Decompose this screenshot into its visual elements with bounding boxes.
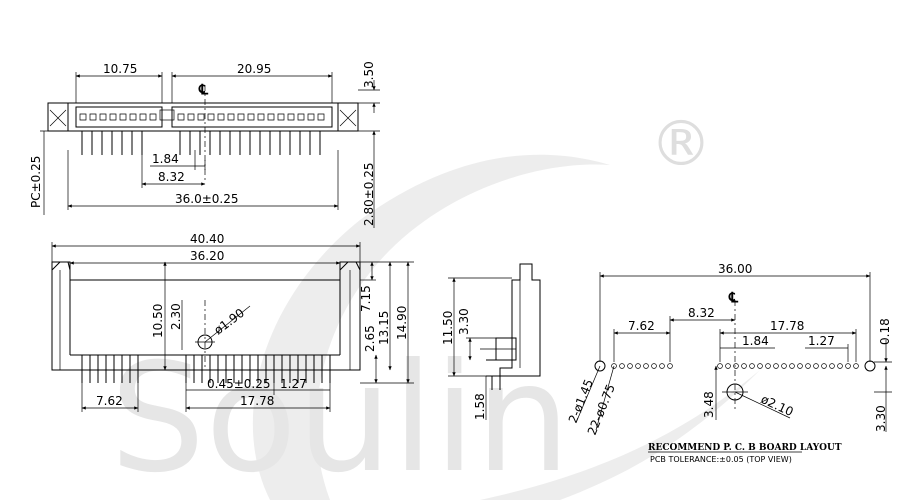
dim-pcb-g: 0.18: [878, 318, 892, 345]
dim-top-b: 20.95: [237, 62, 271, 76]
dim-top-g: PC±0.25: [29, 156, 43, 208]
dim-top-e: 8.32: [158, 170, 185, 184]
dim-side-a: 11.50: [441, 311, 455, 345]
pcb-holes: [611, 363, 859, 369]
dim-front-l: 7.62: [96, 394, 123, 408]
pcb-centerline-symbol: ℄: [728, 290, 739, 306]
dim-front-f: 7.15: [359, 285, 373, 312]
top-contact-row: [79, 113, 325, 121]
dim-front-m: 17.78: [240, 394, 274, 408]
top-pins: [81, 131, 321, 155]
dim-pcb-b: 8.32: [688, 306, 715, 320]
dim-top-h: 2.80±0.25: [362, 163, 376, 227]
top-centerline-symbol: ℄: [198, 82, 209, 98]
dim-front-c: 10.50: [151, 304, 165, 338]
dim-front-h: 14.90: [395, 306, 409, 340]
pcb-mount-hole-right: [864, 360, 876, 372]
pcb-layout: ℄ 36.00 8.32 7.62 17.78 1.84 1.27 0.18 2…: [566, 262, 892, 464]
watermark-text: Soulin: [110, 332, 570, 501]
dim-front-g: 13.15: [377, 311, 391, 345]
dim-top-a: 10.75: [103, 62, 137, 76]
pcb-layout-title: RECOMMEND P. C. B BOARD LAYOUT: [648, 443, 842, 453]
dim-front-k: 1.27: [280, 377, 307, 391]
front-pins: [81, 355, 331, 383]
dim-front-j: 0.45±0.25: [207, 377, 271, 391]
dim-top-c: 3.50: [362, 61, 376, 88]
dim-pcb-e: 1.84: [742, 334, 769, 348]
dim-front-a: 40.40: [190, 232, 224, 246]
side-view: 11.50 3.30 1.58: [441, 263, 541, 420]
dim-front-b: 36.20: [190, 249, 224, 263]
dim-pcb-f: 1.27: [808, 334, 835, 348]
dim-pcb-j: 3.48: [702, 391, 716, 418]
dim-side-c: 1.58: [473, 393, 487, 420]
registered-mark: ®: [650, 107, 712, 180]
dim-pcb-l: 3.30: [874, 405, 888, 432]
watermark: Soulin ®: [110, 107, 760, 501]
dim-side-b: 3.30: [457, 308, 471, 335]
dim-pcb-a: 36.00: [718, 262, 752, 276]
dim-top-d: 1.84: [152, 152, 179, 166]
dim-front-d: 2.30: [169, 303, 183, 330]
dim-pcb-d: 17.78: [770, 319, 804, 333]
top-view: ℄ 10.75 20.95 3.50 1.84 8.32 36.0±0.25 P…: [29, 61, 380, 228]
dim-top-f: 36.0±0.25: [175, 192, 239, 206]
dim-pcb-k: ø2.10: [759, 392, 796, 419]
top-housing-outline: [47, 102, 359, 132]
pcb-layout-subtitle: PCB TOLERANCE:±0.05 (TOP VIEW): [650, 455, 792, 464]
front-view: ø1.90 40.40 36.20 10.50 2.30 7.15 13.15 …: [51, 232, 414, 412]
dim-front-i: 2.65: [363, 325, 377, 352]
dim-pcb-c: 7.62: [628, 319, 655, 333]
